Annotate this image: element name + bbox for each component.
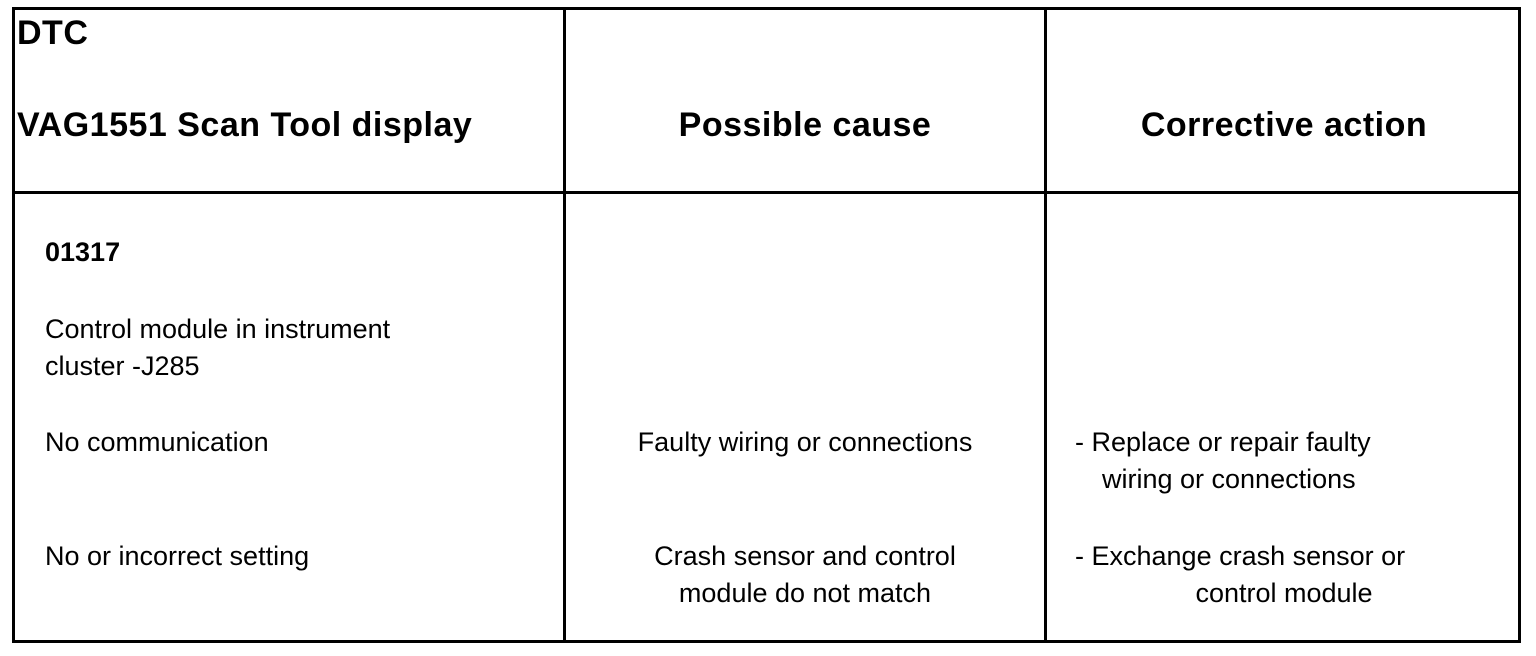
row-2-cause-line-2: module do not match [678,578,932,608]
header-dtc: DTC [17,14,89,52]
row-1-cause: Faulty wiring or connections [637,427,973,457]
row-1-display: No communication [45,427,269,457]
row-2-action-line-1: - Exchange crash sensor or [1075,541,1406,571]
component-line-2: cluster -J285 [45,351,200,381]
row-1-action-line-2: wiring or connections [1102,464,1356,494]
dtc-code: 01317 [45,237,121,267]
row-2-action-line-2: control module [1195,578,1373,608]
column-divider-2 [1044,10,1047,640]
header-divider [15,191,1518,194]
dtc-table: DTC VAG1551 Scan Tool display Possible c… [12,7,1521,643]
row-2-cause-line-1: Crash sensor and control [654,541,956,571]
component-line-1: Control module in instrument [45,314,391,344]
column-divider-1 [563,10,566,640]
row-2-display: No or incorrect setting [45,541,310,571]
row-1-action-line-1: - Replace or repair faulty [1075,427,1371,457]
header-corrective-action: Corrective action [1140,106,1428,144]
header-possible-cause: Possible cause [678,106,932,144]
header-scan-tool-display: VAG1551 Scan Tool display [17,106,473,144]
